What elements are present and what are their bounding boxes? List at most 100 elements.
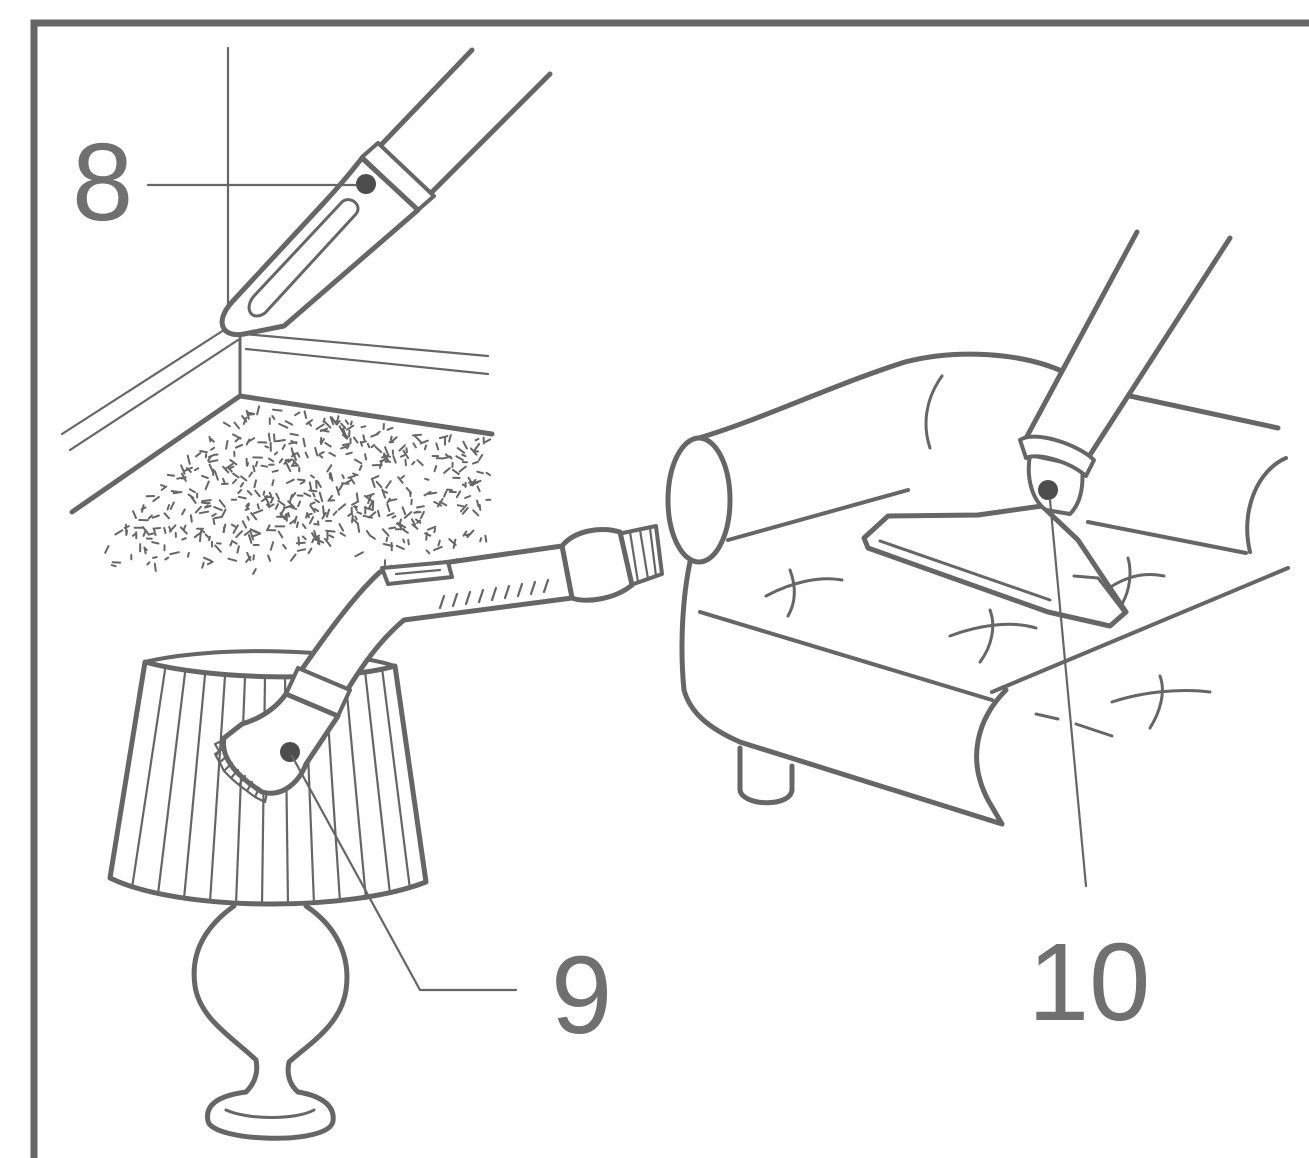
carpet-speck (438, 435, 449, 440)
carpet-speck (362, 434, 366, 441)
carpet-speck (243, 529, 253, 536)
carpet-speck (289, 432, 299, 437)
carpet-speck (439, 500, 448, 507)
carpet-speck (206, 560, 214, 566)
carpet-speck (315, 423, 325, 431)
hose-connector-ribs (628, 526, 658, 584)
carpet-speck (246, 515, 250, 521)
carpet-speck (336, 420, 341, 425)
carpet-speck (211, 512, 217, 518)
carpet-speck (147, 514, 153, 520)
carpet-speck (261, 496, 269, 503)
carpet-speck (345, 479, 352, 484)
carpet-speck (241, 415, 248, 423)
carpet-speck (401, 506, 407, 516)
carpet-speck (268, 457, 275, 463)
sofa (665, 351, 1290, 827)
nozzle-head (861, 503, 1129, 629)
carpet-speck (374, 445, 383, 454)
carpet-speck (435, 442, 440, 451)
carpet-speck (303, 410, 308, 419)
carpet-speck (275, 492, 280, 500)
carpet-speck (382, 543, 394, 547)
carpet-speck (287, 500, 295, 508)
lamp-base-foot-rim (224, 1108, 316, 1119)
carpet-speck (363, 494, 373, 502)
carpet-speck (222, 421, 231, 428)
carpet-speck (296, 478, 306, 482)
carpet-speck (293, 515, 298, 524)
carpet-speck (180, 472, 187, 482)
carpet-speck (377, 509, 381, 518)
carpet-speck (392, 454, 397, 464)
carpet-speck (283, 513, 287, 520)
carpet-speck (230, 523, 237, 528)
carpet-speck (405, 447, 408, 454)
carpet-speck (351, 500, 360, 506)
carpet-speck (356, 511, 363, 515)
carpet-speck (303, 492, 312, 498)
carpet-speck (337, 503, 347, 511)
carpet-speck (338, 483, 344, 492)
carpet-speck (316, 480, 322, 488)
sofa-cushion-front (974, 687, 1009, 827)
wand-tube-fill (1025, 232, 1230, 460)
carpet-speck (423, 490, 432, 497)
carpet-speck (345, 451, 353, 456)
sofa-leg (737, 745, 795, 806)
carpet-speck (254, 489, 261, 498)
carpet-speck (252, 532, 262, 538)
carpet-speck (254, 460, 259, 467)
dusting-brush-marker (280, 742, 300, 762)
carpet-speck (232, 433, 242, 440)
carpet-speck (295, 521, 299, 528)
carpet-speck (146, 561, 151, 566)
carpet-speck (452, 468, 460, 476)
carpet-speck (182, 524, 187, 531)
carpet-speck (277, 530, 284, 539)
callout-9-label: 9 (551, 934, 612, 1057)
carpet-speck (262, 490, 266, 496)
carpet-speck (266, 524, 271, 530)
carpet-speck (382, 490, 389, 494)
carpet-speck (271, 479, 275, 487)
carpet-speck (325, 508, 331, 518)
carpet-speck (208, 463, 215, 474)
carpet-speck (404, 458, 407, 467)
carpet-speck (347, 512, 353, 517)
carpet-speck (248, 471, 253, 478)
carpet-speck (249, 531, 254, 541)
carpet-speck (240, 475, 248, 482)
carpet-speck (389, 436, 398, 444)
carpet-speck (311, 538, 315, 544)
carpet-speck (402, 538, 406, 544)
lamp (107, 649, 429, 1141)
carpet-speck (311, 532, 318, 542)
carpet-speck (395, 522, 407, 529)
frame (30, 19, 1309, 1158)
carpet-speck (285, 462, 292, 473)
carpet-speck (212, 517, 216, 526)
carpet-speck (209, 438, 215, 443)
carpet-speck (384, 446, 390, 456)
carpet-speck (308, 481, 313, 492)
carpet-speck (403, 511, 413, 519)
carpet-speck (208, 535, 211, 542)
carpet-speck (425, 549, 431, 555)
carpet-speck (391, 515, 397, 519)
carpet-speck (302, 437, 306, 448)
carpet-speck (385, 536, 389, 543)
carpet-speck (201, 499, 212, 503)
sofa-seat-front (698, 610, 994, 702)
carpet-speck (367, 500, 374, 510)
carpet-speck (349, 420, 353, 426)
carpet-speck (352, 518, 359, 525)
carpet-speck (402, 529, 409, 534)
crevice-nozzle (219, 47, 553, 338)
carpet-speck (424, 477, 430, 481)
carpet-speck (338, 523, 345, 532)
carpet-speck (359, 441, 364, 447)
collar-ring-line (384, 148, 430, 192)
carpet-speck (370, 535, 376, 540)
baseboard-left-bottom (68, 338, 240, 452)
